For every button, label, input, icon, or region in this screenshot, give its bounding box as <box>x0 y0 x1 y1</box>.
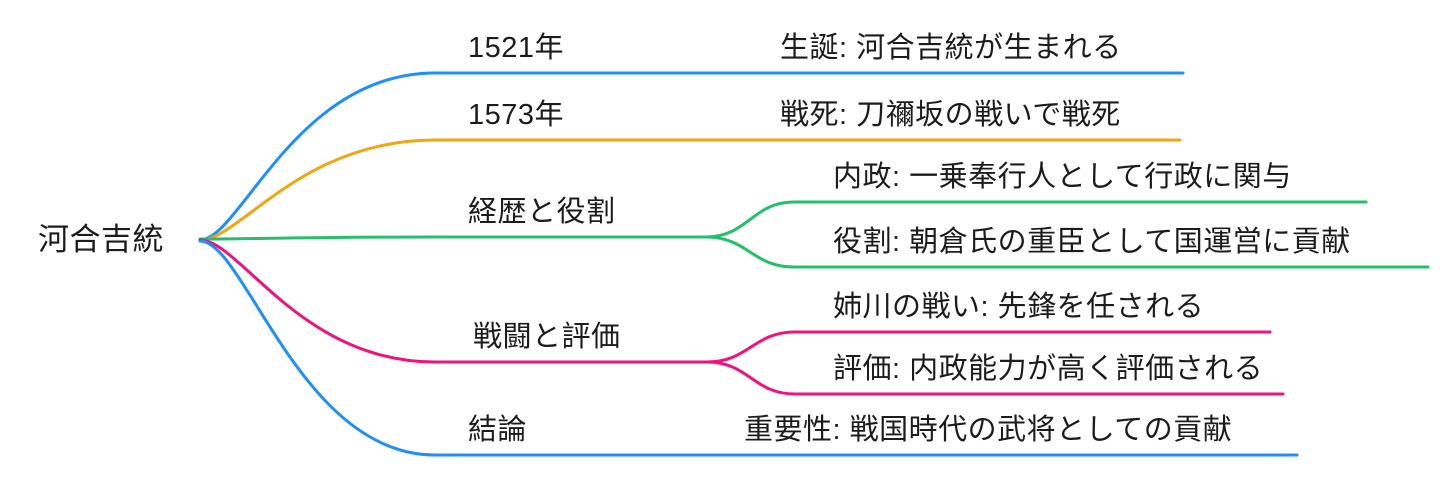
node-career: 経歴と役割 <box>468 196 616 228</box>
branch-line-battle-child2 <box>705 360 1285 396</box>
node-birth-detail: 生誕: 河合吉統が生まれる <box>780 32 1122 64</box>
node-root: 河合吉統 <box>38 222 164 257</box>
branch-line-battle <box>198 238 709 364</box>
node-conclusion: 結論 <box>468 414 528 446</box>
node-battle-anegawa: 姉川の戦い: 先鋒を任される <box>833 291 1205 323</box>
node-battle: 戦闘と評価 <box>473 321 621 353</box>
branch-line-conclusion <box>198 239 1299 457</box>
node-year-1573: 1573年 <box>468 99 565 131</box>
branch-line-battle-child1 <box>705 330 1272 364</box>
node-year-1521: 1521年 <box>468 32 565 64</box>
node-death-detail: 戦死: 刀禰坂の戦いで戦死 <box>780 99 1121 131</box>
node-career-domestic: 内政: 一乗奉行人として行政に関与 <box>833 161 1292 193</box>
node-career-role: 役割: 朝倉氏の重臣として国運営に貢献 <box>833 226 1351 258</box>
branch-line-birth <box>198 71 1185 242</box>
node-battle-evaluation: 評価: 内政能力が高く評価される <box>833 353 1264 385</box>
branch-line-career-child2 <box>704 235 1430 269</box>
branch-line-career <box>198 235 708 241</box>
branch-line-death <box>198 138 1182 242</box>
branch-line-career-child1 <box>704 200 1368 239</box>
node-conclusion-importance: 重要性: 戦国時代の武将としての貢献 <box>744 414 1233 446</box>
